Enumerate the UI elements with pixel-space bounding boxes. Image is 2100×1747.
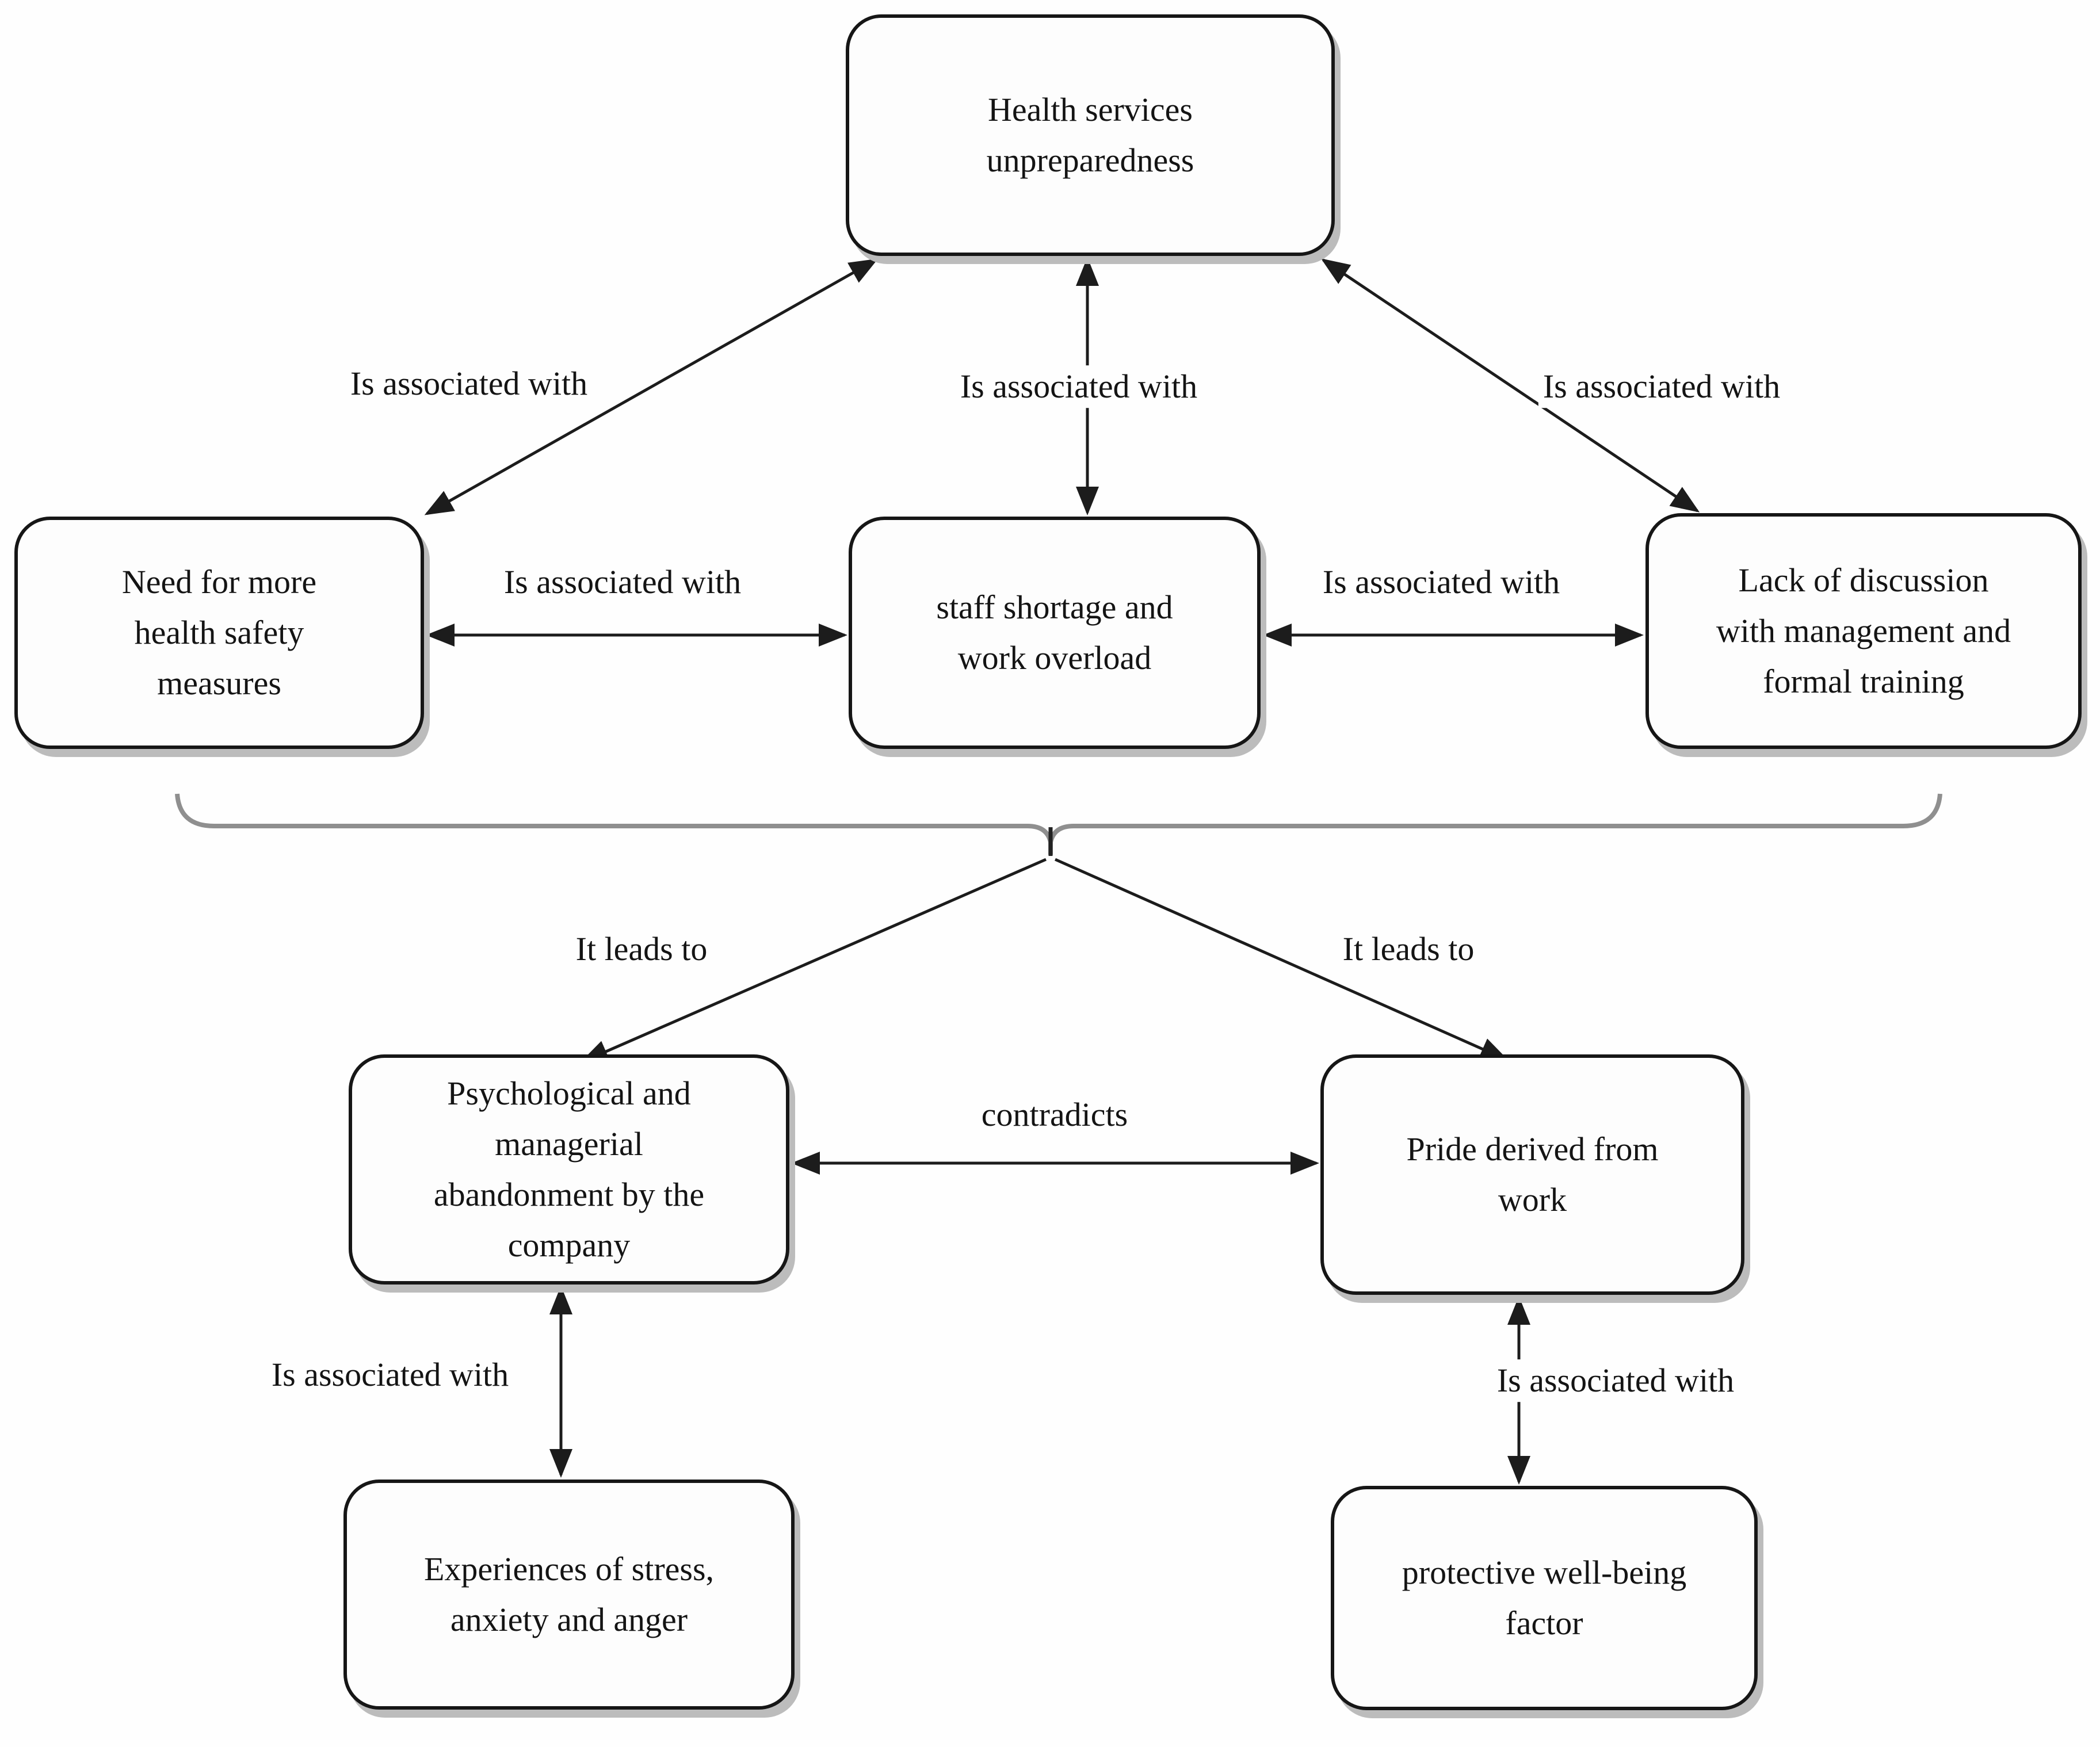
node-health-services-unpreparedness: Health services unpreparedness bbox=[846, 14, 1335, 256]
node-lack-of-discussion-management-training: Lack of discussion with management and f… bbox=[1645, 513, 2082, 749]
node-experiences-stress-anxiety-anger: Experiences of stress, anxiety and anger bbox=[343, 1480, 795, 1710]
group-brace bbox=[175, 793, 1053, 855]
edge-label-psych-pride: contradicts bbox=[976, 1094, 1133, 1136]
edge-label-need-staff: Is associated with bbox=[499, 561, 746, 603]
edge-label-group-psych: It leads to bbox=[571, 928, 712, 970]
edge-label-health-need: Is associated with bbox=[345, 362, 593, 405]
node-psychological-managerial-abandonment: Psychological and managerial abandonment… bbox=[349, 1054, 789, 1285]
group-brace-right bbox=[1048, 793, 1942, 855]
node-need-more-health-safety-measures: Need for more health safety measures bbox=[14, 517, 424, 749]
edge-label-psych-stress: Is associated with bbox=[266, 1354, 514, 1396]
edge-label-staff-lack: Is associated with bbox=[1318, 561, 1565, 603]
node-staff-shortage-work-overload: staff shortage and work overload bbox=[849, 517, 1261, 749]
edge-label-pride-protective: Is associated with bbox=[1492, 1359, 1739, 1402]
edge-label-health-lack: Is associated with bbox=[1538, 365, 1785, 408]
edge-label-health-staff: Is associated with bbox=[955, 365, 1202, 408]
node-pride-derived-from-work: Pride derived from work bbox=[1320, 1054, 1744, 1295]
edge-label-group-pride: It leads to bbox=[1338, 928, 1479, 970]
node-protective-wellbeing-factor: protective well-being factor bbox=[1331, 1486, 1758, 1710]
